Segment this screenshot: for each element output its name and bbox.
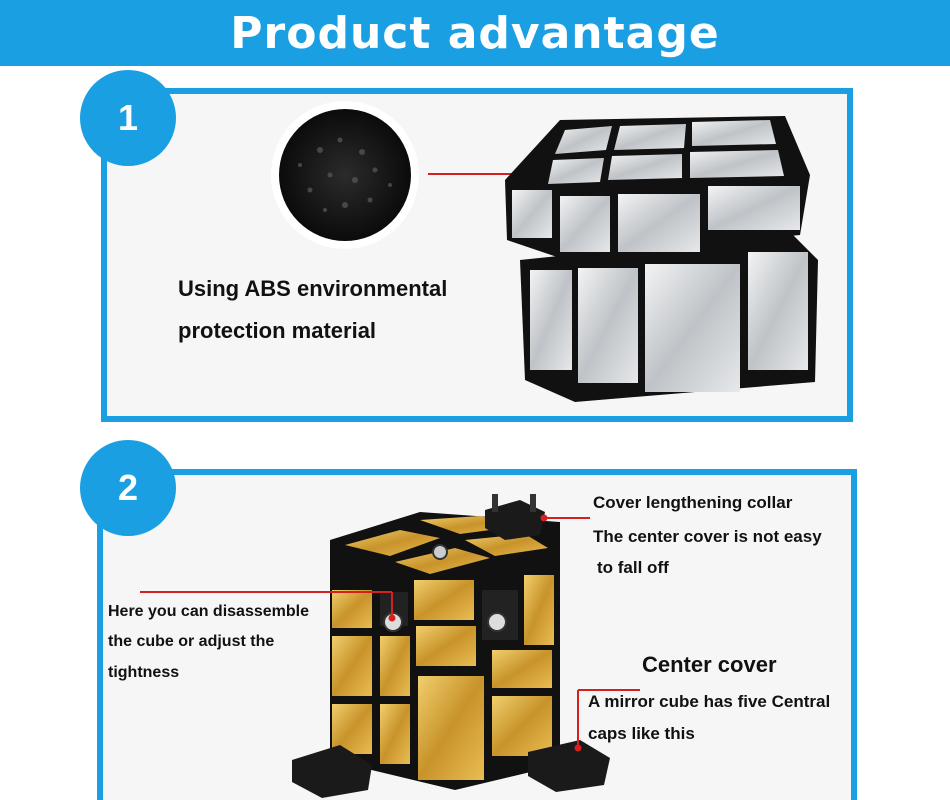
step-2-badge: 2 bbox=[80, 440, 176, 536]
disassemble-line-3: tightness bbox=[108, 664, 180, 681]
collar-label: Cover lengthening collar bbox=[593, 493, 793, 512]
center-cap-top-image bbox=[485, 494, 545, 540]
center-cover-title: Center cover bbox=[642, 652, 777, 677]
center-cover-line-2: caps like this bbox=[588, 724, 695, 743]
step-1-badge: 1 bbox=[80, 70, 176, 166]
collar-desc-line-2: to fall off bbox=[597, 558, 669, 577]
abs-pellets-image bbox=[271, 101, 419, 249]
disassemble-line-1: Here you can disassemble bbox=[108, 603, 309, 620]
center-cover-line-1: A mirror cube has five Central bbox=[588, 692, 831, 711]
center-cap-bottom-right-image bbox=[528, 740, 610, 792]
abs-caption-line-2: protection material bbox=[178, 318, 377, 343]
silver-mirror-cube-image bbox=[505, 116, 818, 402]
gold-mirror-cube-image bbox=[330, 512, 560, 790]
header-banner: Product advantage bbox=[0, 0, 950, 66]
collar-desc-line-1: The center cover is not easy bbox=[593, 527, 822, 546]
page-title: Product advantage bbox=[230, 7, 720, 59]
center-cap-bottom-left-image bbox=[292, 745, 372, 798]
abs-caption-line-1: Using ABS environmental bbox=[178, 276, 448, 301]
disassemble-line-2: the cube or adjust the bbox=[108, 633, 275, 650]
